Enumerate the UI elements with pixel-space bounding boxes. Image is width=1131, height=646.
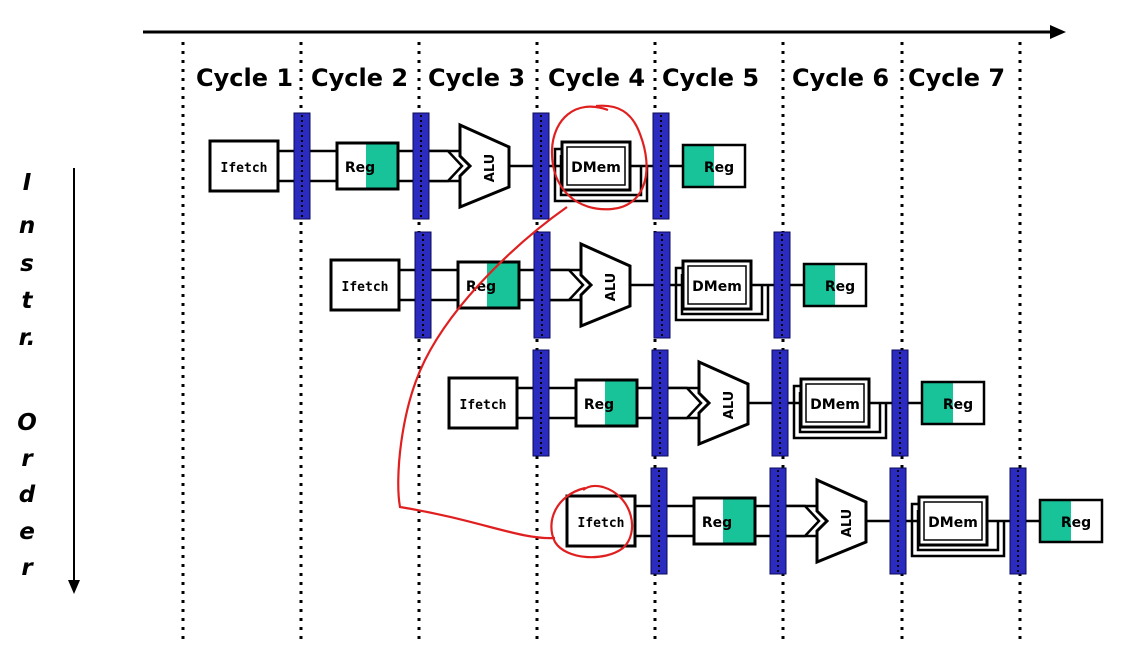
hazard-annotation [397, 104, 648, 559]
axis-letter: n [18, 213, 36, 239]
dmem-box [560, 140, 632, 192]
reg-write-box [1038, 498, 1104, 544]
alu-unit [458, 122, 511, 210]
dmem-inner-box [566, 146, 626, 186]
dmem-label: DMem [692, 279, 742, 295]
dmem-inner-box [923, 501, 983, 541]
ifetch-label: Ifetch [221, 161, 268, 176]
alu-input-bus [664, 386, 703, 420]
reg-write-shade [1040, 500, 1071, 542]
reg-write-shade [922, 382, 953, 424]
reg-read-shade [605, 380, 637, 426]
reg-write-shade [683, 145, 714, 187]
reg-write-label: Reg [943, 397, 973, 413]
dmem-label: DMem [810, 397, 860, 413]
alu-input-bus [782, 504, 821, 538]
reg-write-shade [804, 264, 835, 306]
alu-input-bus [425, 149, 464, 183]
hazard-connector [397, 206, 568, 540]
axis-letter: r [21, 555, 33, 581]
reg-read-box [456, 260, 521, 310]
ifetch-label: Ifetch [578, 516, 625, 531]
reg-write-label: Reg [704, 160, 734, 176]
instruction-row: Ifetch Reg ALU DMem Reg [447, 349, 986, 457]
cycle-label-2: Cycle 2 [311, 64, 409, 92]
cycle-label-6: Cycle 6 [792, 64, 890, 92]
dmem-hazard-circle [550, 104, 648, 211]
axis-letter: s [20, 251, 34, 277]
ifetch-box [329, 258, 401, 312]
ifetch-hazard-circle [550, 484, 634, 559]
alu-label: ALU [604, 273, 619, 301]
alu-input-bus [546, 268, 585, 302]
axis-letter: r. [18, 325, 36, 351]
reg-read-box [574, 378, 639, 428]
dmem-bypass [553, 147, 649, 203]
cycle-label-3: Cycle 3 [428, 64, 526, 92]
dmem-bypass [792, 384, 888, 440]
alu-unit [815, 477, 868, 565]
cycle-label-4: Cycle 4 [548, 64, 646, 92]
reg-write-box [681, 143, 747, 189]
alu-label: ALU [840, 509, 855, 537]
reg-write-box [802, 262, 868, 308]
alu-unit [579, 241, 632, 329]
dmem-box [799, 377, 871, 429]
reg-read-box [692, 496, 757, 546]
axes [68, 25, 1066, 640]
dmem-box [917, 495, 989, 547]
reg-read-label: Reg [702, 515, 732, 531]
reg-read-shade [366, 143, 398, 189]
cycle-label-1: Cycle 1 [196, 64, 294, 92]
axis-letter: O [17, 410, 37, 436]
dmem-bypass [674, 266, 770, 322]
reg-read-label: Reg [584, 397, 614, 413]
reg-write-label: Reg [825, 279, 855, 295]
ifetch-box [447, 376, 519, 430]
dmem-inner-box [687, 265, 747, 305]
instruction-row: Ifetch Reg ALU DMem Reg [565, 467, 1104, 575]
reg-write-box [920, 380, 986, 426]
axis-letter: t [21, 288, 33, 314]
axis-letter: d [18, 482, 36, 508]
ifetch-box [565, 494, 637, 548]
dmem-label: DMem [928, 515, 978, 531]
axis-letter: I [22, 170, 32, 196]
axis-letter: r [21, 446, 33, 472]
alu-label: ALU [483, 154, 498, 182]
cycle-label-7: Cycle 7 [908, 64, 1006, 92]
dmem-inner-box [805, 383, 865, 423]
alu-label: ALU [722, 391, 737, 419]
ifetch-label: Ifetch [342, 280, 389, 295]
order-axis-arrowhead [68, 580, 80, 594]
reg-read-label: Reg [345, 160, 375, 176]
dmem-label: DMem [571, 160, 621, 176]
time-axis-arrowhead [1050, 25, 1066, 39]
ifetch-box [208, 139, 280, 193]
axis-letter: e [19, 519, 35, 545]
instruction-row: Ifetch Reg ALU DMem Reg [208, 112, 747, 220]
reg-read-box [335, 141, 400, 191]
dmem-box [681, 259, 753, 311]
reg-write-label: Reg [1061, 515, 1091, 531]
reg-read-shade [723, 498, 755, 544]
cycle-label-5: Cycle 5 [662, 64, 760, 92]
ifetch-label: Ifetch [460, 398, 507, 413]
alu-unit [697, 359, 750, 447]
dmem-bypass [910, 502, 1006, 558]
